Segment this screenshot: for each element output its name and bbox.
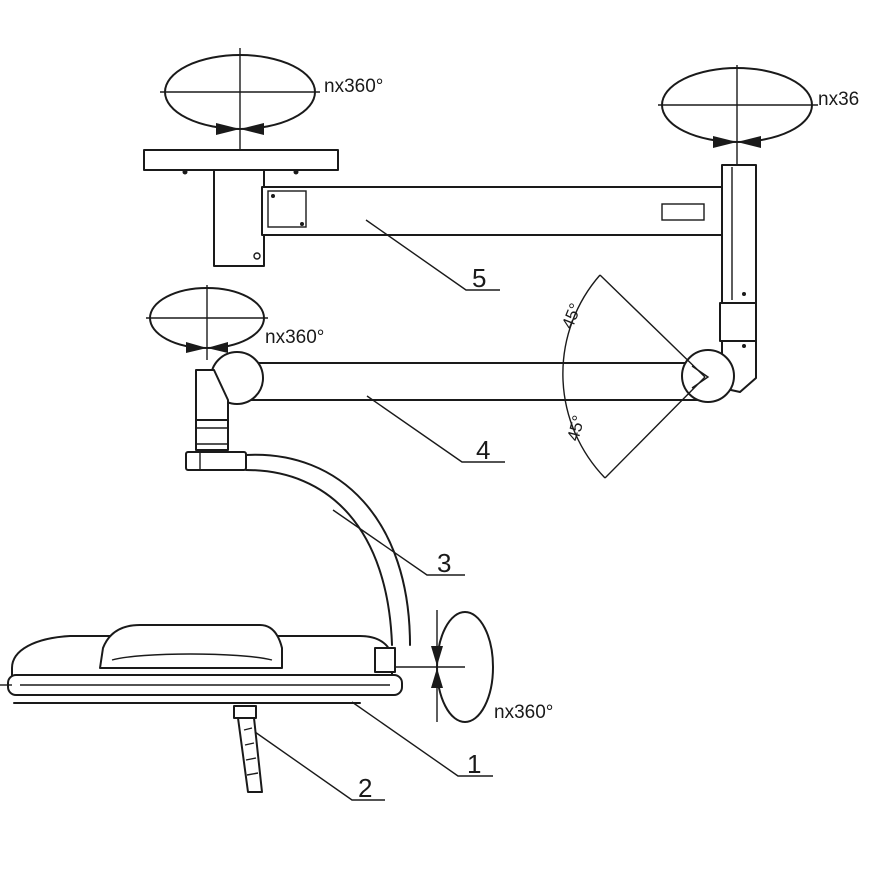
callout-4: 4 — [476, 435, 490, 465]
callout-5: 5 — [472, 263, 486, 293]
rotation-label-middle: nx360° — [265, 327, 324, 348]
curved-arm — [185, 451, 411, 646]
rotation-label-top-left: nx360° — [324, 76, 383, 97]
callout-2: 2 — [358, 773, 372, 803]
angle-sector — [562, 274, 706, 479]
upper-arm — [261, 186, 725, 236]
ceiling-mount — [143, 149, 339, 267]
rotation-label-lamp: nx360° — [494, 702, 553, 723]
lamp-head — [0, 624, 403, 704]
callout-3: 3 — [437, 548, 451, 578]
leader-lines — [254, 219, 505, 801]
rotation-label-top-right: nx36 — [818, 89, 859, 110]
lower-arm — [210, 349, 735, 405]
sterile-handle — [233, 705, 263, 793]
rotation-symbol-top-right — [658, 65, 818, 165]
rotation-symbol-top-left — [160, 48, 320, 150]
angle-label-lower: 45° — [564, 413, 589, 443]
angle-label-upper: 45° — [558, 301, 585, 332]
rotation-symbol-lamp — [395, 610, 494, 723]
joint-tube — [195, 369, 229, 451]
callout-1: 1 — [467, 749, 481, 779]
rotation-symbol-middle — [146, 285, 268, 360]
right-drop-tube — [719, 164, 757, 393]
